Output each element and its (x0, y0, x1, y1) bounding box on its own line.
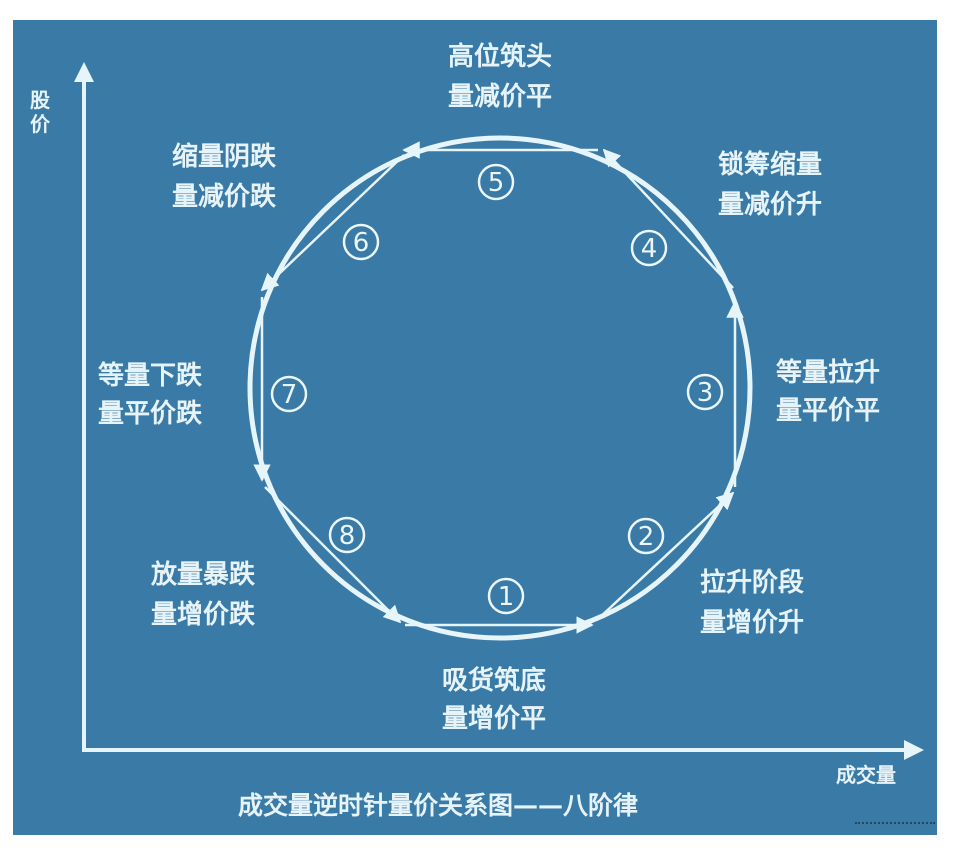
svg-text:3: 3 (697, 378, 714, 408)
watermark (855, 814, 935, 824)
y-axis-label-char-1: 股 (30, 88, 50, 112)
svg-text:4: 4 (641, 234, 658, 264)
stage-5-name: 高位筑头 (448, 41, 552, 72)
stage-number-3: 3 (686, 373, 724, 411)
stage-number-5: 5 (477, 163, 515, 201)
stage-4-desc: 量减价升 (718, 190, 822, 220)
stage-numbers: 1 2 3 4 5 6 7 8 (270, 163, 724, 615)
stage-number-7: 7 (270, 375, 308, 413)
y-axis-label-char-2: 价 (30, 112, 51, 136)
stage-number-8: 8 (328, 516, 366, 554)
cycle-circle (247, 135, 753, 641)
x-axis-label: 成交量 (836, 763, 896, 787)
stage-7-name: 等量下跌 (98, 360, 202, 391)
svg-text:5: 5 (488, 168, 505, 198)
stage-1-desc: 量增价平 (442, 703, 546, 734)
stage-number-6: 6 (342, 223, 380, 261)
svg-text:8: 8 (339, 521, 356, 551)
diagram-panel (13, 20, 937, 835)
stage-6-desc: 量减价跌 (172, 182, 276, 212)
stage-7-desc: 量平价跌 (98, 399, 202, 429)
svg-text:7: 7 (281, 380, 298, 410)
svg-text:2: 2 (638, 522, 655, 552)
svg-text:1: 1 (498, 582, 515, 612)
stage-8-name: 放量暴跌 (150, 559, 255, 590)
stage-number-2: 2 (627, 517, 665, 555)
stage-2-desc: 量增价升 (700, 607, 804, 638)
stage-number-4: 4 (630, 229, 668, 267)
diagram-caption: 成交量逆时针量价关系图——八阶律 (238, 791, 638, 820)
stage-4-name: 锁筹缩量 (718, 149, 822, 180)
arrow-stage-4 (602, 148, 734, 289)
arrow-stage-2 (596, 491, 735, 621)
svg-text:6: 6 (353, 228, 370, 258)
stage-arrows (253, 141, 744, 634)
stage-8-desc: 量增价跌 (151, 599, 255, 630)
stage-5-desc: 量减价平 (448, 82, 552, 112)
stage-1-name: 吸货筑底 (442, 665, 546, 696)
stage-3-desc: 量平价平 (776, 396, 880, 426)
arrow-stage-6 (260, 154, 405, 292)
stage-labels: 吸货筑底 量增价平 拉升阶段 量增价升 等量拉升 量平价平 锁筹缩量 量减价升 … (98, 41, 880, 734)
stage-3-name: 等量拉升 (776, 357, 880, 388)
stage-2-name: 拉升阶段 (700, 567, 804, 598)
stage-number-1: 1 (487, 577, 525, 615)
stage-6-name: 缩量阴跌 (172, 141, 276, 172)
arrow-stage-8 (264, 486, 402, 624)
